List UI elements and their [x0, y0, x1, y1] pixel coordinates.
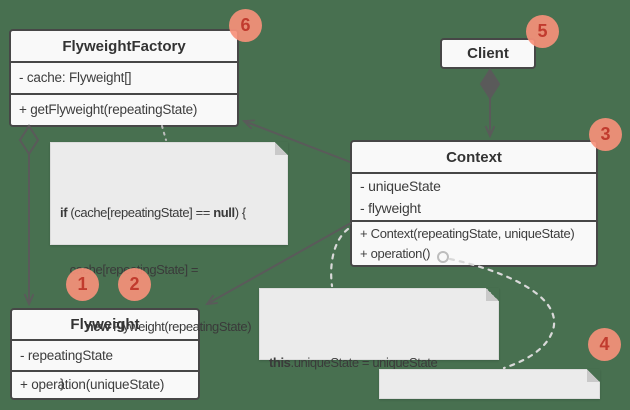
step-badge-2: 2: [118, 268, 151, 301]
class-methods-section: + Context(repeatingState, uniqueState) +…: [352, 220, 596, 265]
code-note-context-constructor: this.uniqueState = uniqueState this.flyw…: [259, 288, 499, 370]
class-fields-section: - cache: Flyweight[]: [11, 61, 237, 93]
aggregation-diamond-icon: [18, 124, 40, 156]
class-method: + getFlyweight(repeatingState): [19, 102, 198, 117]
composition-diamond-icon: [479, 68, 501, 100]
step-badge-5: 5: [526, 15, 559, 48]
class-fields-section: - uniqueState - flyweight: [352, 172, 596, 220]
class-box-client: Client: [440, 38, 536, 69]
note-fold-corner-icon: [486, 288, 499, 301]
class-field: - uniqueState: [360, 178, 441, 194]
step-badge-4: 4: [588, 328, 621, 361]
code-line: }: [60, 376, 64, 391]
step-badge-3: 3: [589, 118, 622, 151]
class-method: + operation(uniqueState): [20, 377, 165, 392]
note-fold-corner-icon: [275, 142, 288, 155]
class-method: + operation(): [360, 245, 431, 261]
class-field: - flyweight: [360, 200, 421, 216]
code-line: this.uniqueState = uniqueState: [269, 355, 438, 370]
class-field: - cache: Flyweight[]: [19, 70, 132, 85]
class-field: - repeatingState: [20, 347, 113, 363]
step-badge-1: 1: [66, 268, 99, 301]
code-note-get-flyweight: if (cache[repeatingState] == null) { cac…: [50, 142, 288, 391]
class-fields-section: - repeatingState: [12, 339, 198, 370]
class-method: + Context(repeatingState, uniqueState): [360, 225, 575, 241]
code-line: if (cache[repeatingState] == null) {: [60, 205, 246, 220]
code-note-operation: flyweight.operation(uniqueState): [379, 369, 600, 399]
class-box-context: Context - uniqueState - flyweight + Cont…: [350, 140, 598, 267]
code-line: new Flyweight(repeatingState): [85, 319, 252, 334]
step-badge-6: 6: [229, 9, 262, 42]
class-title: Context: [446, 148, 502, 166]
class-title: FlyweightFactory: [62, 37, 186, 55]
class-box-flyweight: Flyweight - repeatingState + operation(u…: [10, 308, 200, 400]
note-fold-corner-icon: [587, 369, 600, 382]
class-methods-section: + operation(uniqueState): [12, 370, 198, 398]
note-anchor-context-curve: [330, 227, 350, 288]
note-anchor-factory: [161, 125, 167, 141]
class-title: Flyweight: [70, 316, 140, 333]
class-methods-section: + getFlyweight(repeatingState): [11, 93, 237, 125]
class-box-flyweight-factory: FlyweightFactory - cache: Flyweight[] + …: [9, 29, 239, 127]
class-title: Client: [467, 45, 509, 62]
